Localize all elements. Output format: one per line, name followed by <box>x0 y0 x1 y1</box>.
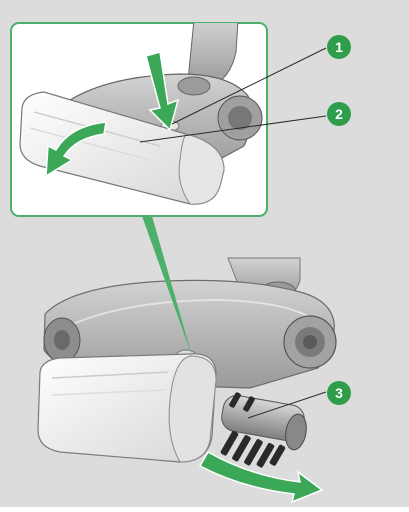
leader-line-3 <box>247 391 327 419</box>
callout-1: 1 <box>327 35 351 59</box>
arrow-down-icon <box>145 51 180 132</box>
leader-line-1 <box>171 47 327 125</box>
callout-3: 3 <box>327 381 351 405</box>
callout-3-label: 3 <box>335 385 343 401</box>
callout-2: 2 <box>327 102 351 126</box>
curved-arrow-icon <box>45 121 107 178</box>
leader-line-2 <box>139 115 327 143</box>
bristles <box>220 392 286 468</box>
callout-1-label: 1 <box>335 39 343 55</box>
inset-zoom <box>10 22 268 217</box>
brush-roller <box>220 392 307 468</box>
zoom-connector <box>142 216 192 356</box>
callout-2-label: 2 <box>335 106 343 122</box>
cover-flap-main <box>37 353 217 463</box>
arrow-right-icon <box>198 450 324 504</box>
